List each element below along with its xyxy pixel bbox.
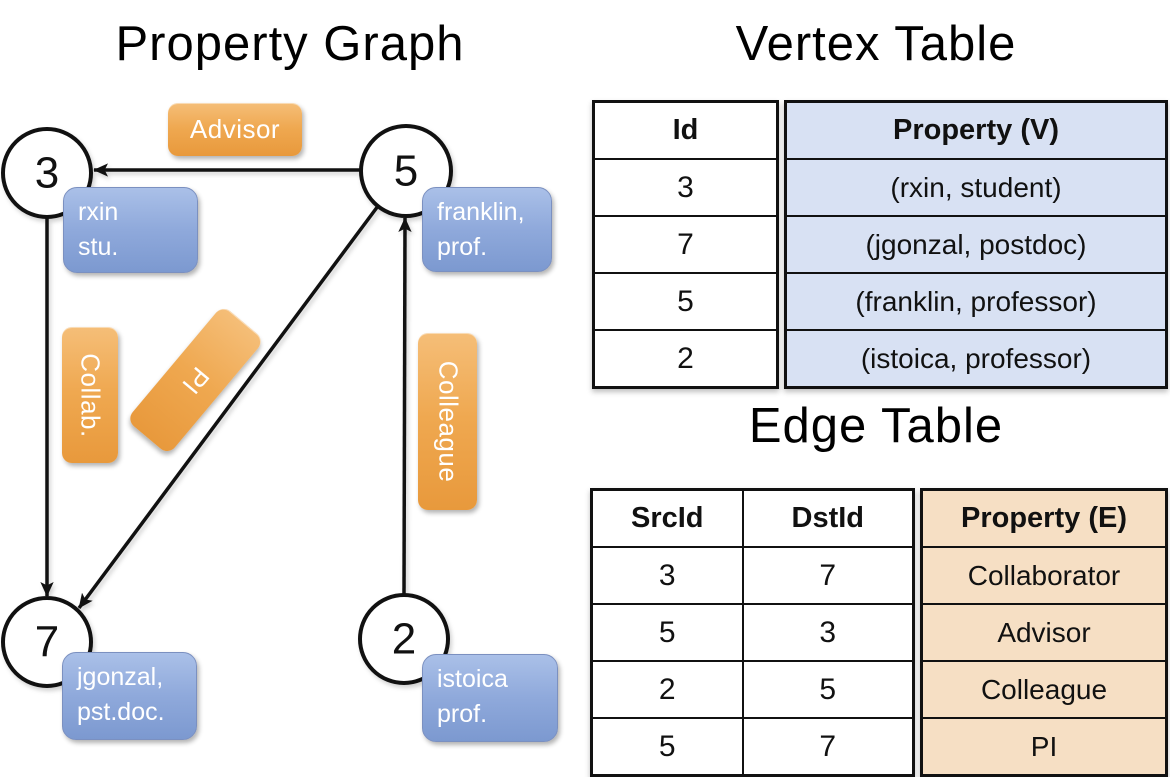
vertex-property-box-7-line1: jgonzal, (77, 663, 164, 691)
edge-src-header: SrcId (590, 488, 744, 548)
edge-src-cell: 5 (590, 717, 744, 777)
edge-label-advisor: Advisor (168, 103, 302, 156)
vertex-property-box-5-line2: prof. (437, 232, 488, 261)
vertex-property-box-5: franklin, prof. (422, 187, 552, 272)
node-id-7: 7 (35, 618, 59, 667)
vertex-id-cell: 7 (592, 215, 779, 274)
edge-label-colleague-text: Colleague (433, 360, 463, 483)
edge-dst-cell: 7 (741, 546, 915, 605)
edge-src-cell: 2 (590, 660, 744, 719)
edge-property-cell: Advisor (920, 603, 1168, 662)
edge-2-to-5 (398, 217, 412, 596)
vertex-id-header: Id (592, 100, 779, 160)
vertex-property-box-7: jgonzal, pst.doc. (62, 652, 197, 740)
edge-label-advisor-text: Advisor (189, 114, 281, 144)
vertex-property-cell: (franklin, professor) (784, 272, 1168, 331)
vertex-property-box-3-line1: rxin (78, 198, 119, 226)
edge-src-cell: 5 (590, 603, 744, 662)
vertex-id-table: Id 3 7 5 2 (592, 100, 779, 389)
edge-label-collab: Collab. (62, 327, 118, 463)
vertex-property-box-5-line1: franklin, (437, 198, 525, 226)
vertex-id-cell: 5 (592, 272, 779, 331)
edge-property-header: Property (E) (920, 488, 1168, 548)
edge-dst-cell: 3 (741, 603, 915, 662)
edge-label-collab-text: Collab. (75, 352, 106, 438)
edge-dst-header: DstId (741, 488, 915, 548)
node-id-2: 2 (392, 615, 416, 664)
vertex-id-cell: 2 (592, 329, 779, 389)
vertex-id-cell: 3 (592, 158, 779, 217)
vertex-property-header: Property (V) (784, 100, 1168, 160)
vertex-property-cell: (istoica, professor) (784, 329, 1168, 389)
edge-property-cell: PI (920, 717, 1168, 777)
vertex-property-cell: (jgonzal, postdoc) (784, 215, 1168, 274)
edge-ids-table: SrcId DstId 3 7 5 3 2 5 5 7 (590, 488, 915, 777)
vertex-property-box-3: rxin stu. (63, 187, 198, 273)
edge-property-cell: Collaborator (920, 546, 1168, 605)
vertex-property-box-7-line2: pst.doc. (77, 697, 165, 726)
vertex-property-box-2: istoica prof. (422, 654, 558, 742)
vertex-table-title: Vertex Table (735, 17, 1017, 71)
edge-property-table: Property (E) Collaborator Advisor Collea… (920, 488, 1168, 777)
edge-dst-cell: 7 (741, 717, 915, 777)
node-id-3: 3 (35, 149, 59, 198)
edge-label-colleague: Colleague (418, 333, 477, 510)
edge-src-cell: 3 (590, 546, 744, 605)
vertex-property-box-3-line2: stu. (78, 232, 119, 261)
edge-property-cell: Colleague (920, 660, 1168, 719)
edge-label-pi-text: PI (176, 360, 216, 400)
edge-dst-cell: 5 (741, 660, 915, 719)
vertex-property-box-2-line2: prof. (437, 699, 488, 728)
vertex-property-cell: (rxin, student) (784, 158, 1168, 217)
edge-table-title: Edge Table (748, 399, 1004, 453)
vertex-property-table: Property (V) (rxin, student) (jgonzal, p… (784, 100, 1168, 389)
property-graph-title: Property Graph (115, 17, 465, 71)
edge-5-to-7 (77, 204, 380, 610)
vertex-property-box-2-line1: istoica (437, 665, 508, 693)
node-id-5: 5 (394, 147, 418, 196)
